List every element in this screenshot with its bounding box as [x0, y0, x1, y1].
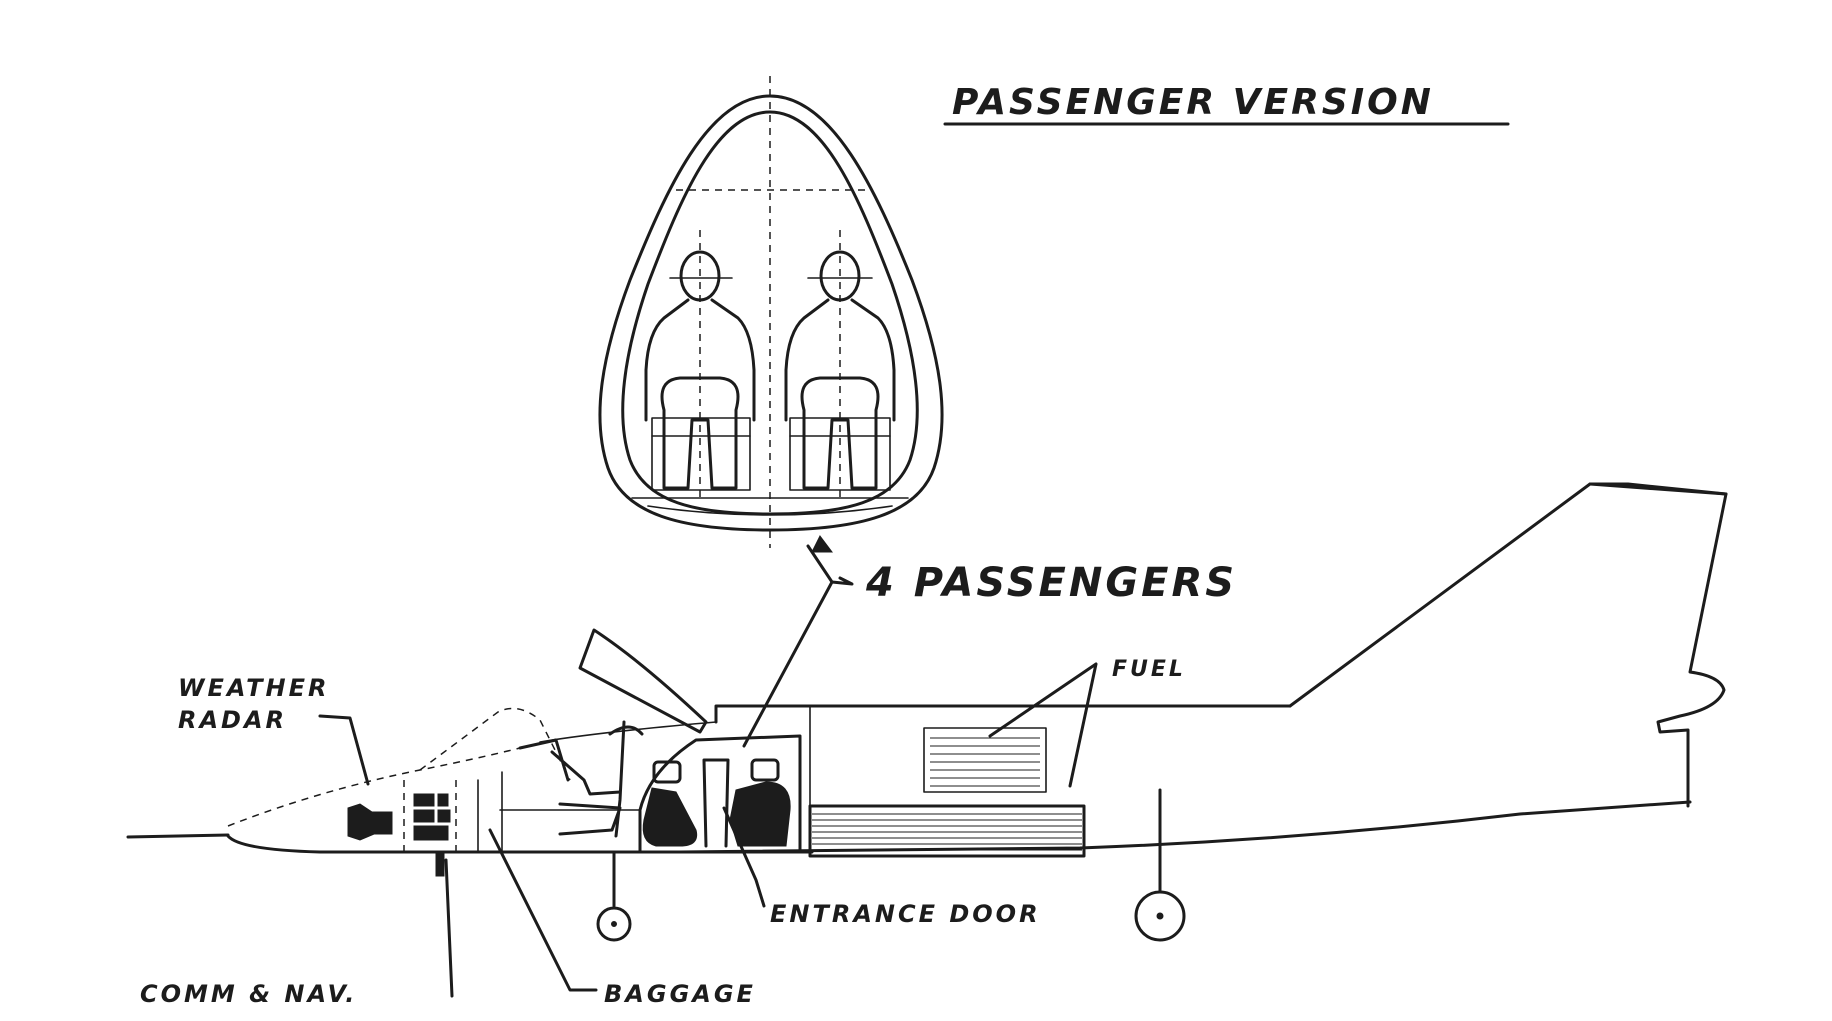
- canopy-frame: [518, 738, 622, 796]
- cabin-window-2: [750, 758, 780, 782]
- label-comm-nav: COMM & NAV.: [140, 980, 357, 1008]
- main-wheel: [1134, 890, 1186, 942]
- fuel-tank-lower: [808, 804, 1086, 858]
- nose-landing-gear: [596, 850, 632, 942]
- cabin-window-1: [652, 760, 682, 784]
- vertical-tail-fin: [1288, 482, 1728, 808]
- comm-nav-avionics: [403, 780, 457, 877]
- diagram-title: PASSENGER VERSION: [952, 82, 1434, 123]
- main-landing-gear: [1134, 788, 1186, 942]
- cabin-cross-section: [598, 76, 944, 548]
- fuselage-top: [714, 704, 1292, 724]
- cabin-outer-shell: [598, 94, 944, 532]
- cabin-floor-shadow: [647, 505, 893, 516]
- weather-radar-dish: [347, 803, 393, 841]
- label-weather-radar-line1: WEATHER: [178, 674, 329, 702]
- passenger-figure-left: [644, 250, 756, 491]
- leader-comm-nav: [444, 858, 454, 998]
- open-entrance-hatch: [578, 628, 708, 734]
- tail-leading-edge-line: [1588, 482, 1728, 496]
- cabin-inner-shell: [621, 110, 919, 516]
- leader-weather-radar: [318, 714, 370, 786]
- labels: 4 PASSENGERS FUEL WEATHER RADAR ENTRANCE…: [140, 560, 1237, 1008]
- pilot-seat: [558, 720, 644, 838]
- fuel-tanks: [808, 727, 1086, 858]
- leader-entrance-door: [722, 806, 766, 908]
- fuselage-upper-line: [539, 721, 717, 743]
- cabin-seat-left: [642, 787, 698, 847]
- label-baggage: BAGGAGE: [604, 980, 756, 1008]
- label-passengers: 4 PASSENGERS: [865, 560, 1237, 606]
- fuselage-lower-line: [226, 800, 1692, 854]
- passenger-compartment: [610, 734, 814, 854]
- nose-wheel: [596, 906, 632, 942]
- passenger-body-left: [644, 298, 756, 422]
- pitot-probe: [126, 833, 230, 839]
- leader-lines: [318, 535, 1098, 998]
- cabin-seat-right: [729, 781, 791, 847]
- label-fuel: FUEL: [1112, 657, 1186, 682]
- fuel-tank-upper: [923, 727, 1047, 793]
- label-entrance-door: ENTRANCE DOOR: [770, 900, 1041, 928]
- canopy-outline: [419, 707, 571, 781]
- leader-baggage: [488, 828, 598, 992]
- title-group: PASSENGER VERSION: [943, 82, 1510, 126]
- passenger-body-right: [784, 298, 896, 422]
- leader-fuel: [988, 662, 1098, 788]
- label-weather-radar-line2: RADAR: [178, 706, 287, 734]
- nose-cone-upper: [227, 747, 521, 827]
- leader-passengers-bottom: [742, 580, 834, 748]
- aircraft-side-view: [126, 482, 1728, 942]
